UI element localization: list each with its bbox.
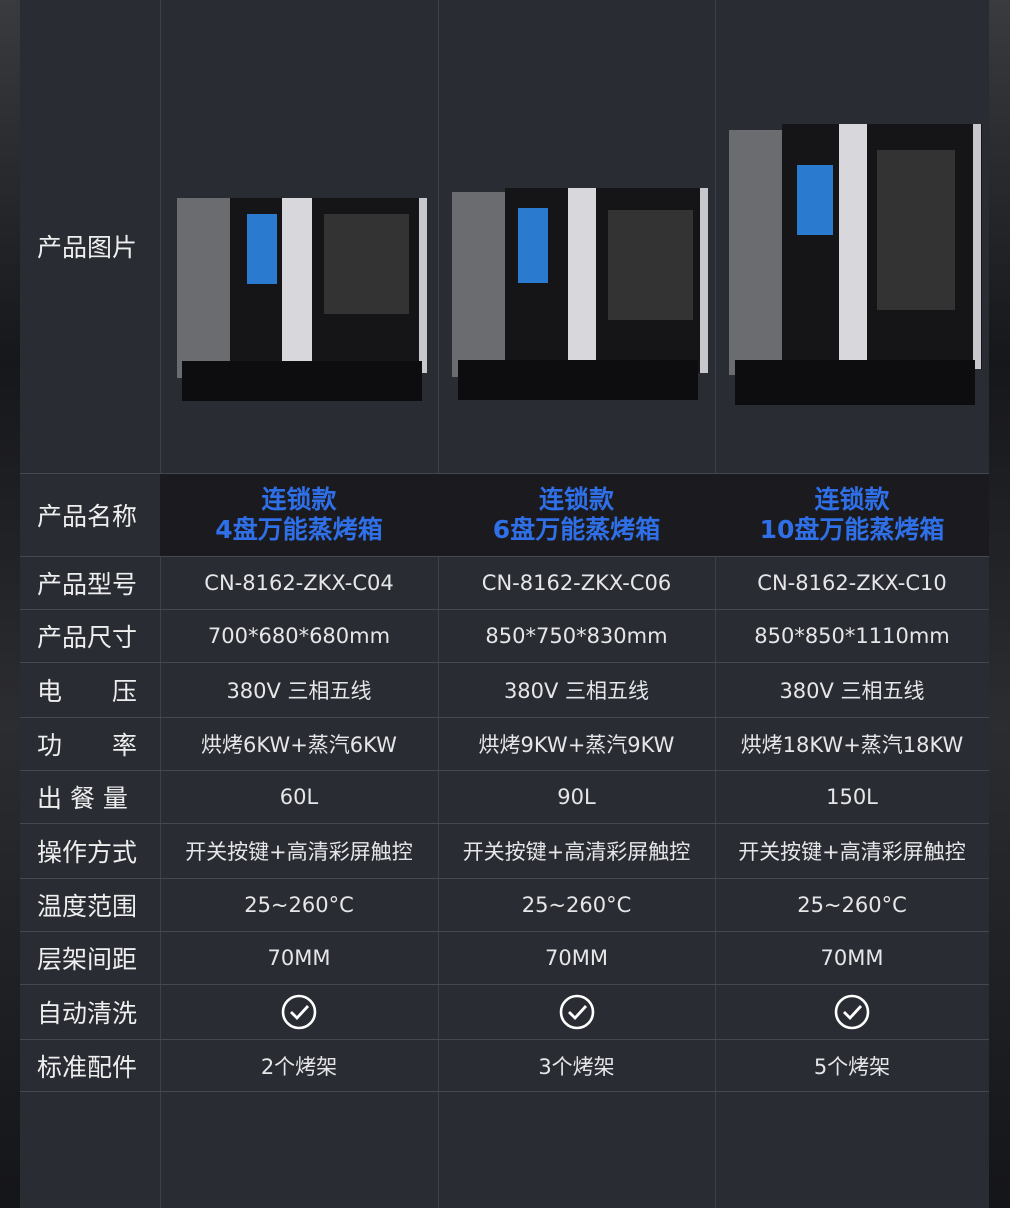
voltage-value: 380V 三相五线 (226, 679, 372, 703)
model-row: 产品型号 CN-8162-ZKX-C04 CN-8162-ZKX-C06 CN-816… (20, 557, 989, 610)
accessory-value: 5个烤架 (813, 1054, 891, 1079)
size-row: 产品尺寸 700*680*680mm 850*750*830mm 850*850*11… (20, 610, 989, 663)
check-circle-icon (715, 985, 989, 1039)
name-line1: 连锁款 (261, 485, 337, 514)
accessory-row: 标准配件 2个烤架 3个烤架 5个烤架 (20, 1040, 989, 1092)
row-label: 标准配件 (37, 1052, 138, 1082)
size-value: 850*750*830mm (485, 624, 668, 648)
temp-row: 温度范围 25~260°C 25~260°C 25~260°C (20, 879, 989, 932)
power-value: 烘烤6KW+蒸汽6KW (201, 733, 397, 757)
oven-image-6-tray (452, 188, 708, 400)
oven-image-10-tray (729, 124, 982, 405)
clean-row: 自动清洗 (20, 985, 989, 1040)
row-label: 电 压 (37, 677, 138, 706)
voltage-value: 380V 三相五线 (503, 679, 650, 703)
size-value: 850*850*1110mm (754, 624, 950, 648)
row-label: 产品名称 (37, 502, 138, 531)
image-row: 产品图片 (20, 0, 989, 474)
row-label: 出 餐 量 (37, 784, 128, 813)
row-label: 操作方式 (37, 838, 138, 867)
model-value: CN-8162-ZKX-C10 (757, 571, 947, 595)
divider (160, 0, 161, 1208)
temp-value: 25~260°C (521, 893, 632, 917)
row-label: 产品尺寸 (37, 623, 138, 652)
size-value: 700*680*680mm (207, 624, 391, 648)
model-value: CN-8162-ZKX-C04 (204, 571, 394, 595)
rack-value: 70MM (267, 946, 331, 970)
output-value: 60L (279, 785, 319, 809)
temp-value: 25~260°C (244, 893, 354, 917)
name-line1: 连锁款 (814, 485, 890, 514)
rack-value: 70MM (545, 946, 608, 970)
output-row: 出 餐 量 60L 90L 150L (20, 771, 989, 824)
name-line2: 10盘万能蒸烤箱 (759, 515, 945, 544)
divider (438, 0, 439, 1208)
model-value: CN-8162-ZKX-C06 (481, 571, 672, 595)
operation-value: 开关按键+高清彩屏触控 (462, 840, 691, 864)
accessory-value: 2个烤架 (260, 1054, 338, 1079)
operation-row: 操作方式 开关按键+高清彩屏触控 开关按键+高清彩屏触控 开关按键+高清彩屏触控 (20, 824, 989, 879)
left-edge (0, 0, 20, 1208)
right-edge (989, 0, 1010, 1208)
name-line2: 6盘万能蒸烤箱 (492, 515, 661, 544)
operation-value: 开关按键+高清彩屏触控 (738, 840, 966, 864)
row-label: 层架间距 (37, 945, 138, 974)
name-line2: 4盘万能蒸烤箱 (215, 515, 383, 544)
power-value: 烘烤9KW+蒸汽9KW (478, 733, 675, 757)
row-label: 功 率 (37, 731, 138, 760)
rack-value: 70MM (820, 946, 884, 970)
check-circle-icon (160, 985, 438, 1039)
power-value: 烘烤18KW+蒸汽18KW (740, 733, 964, 757)
divider (715, 0, 716, 1208)
row-label: 温度范围 (37, 892, 138, 921)
voltage-value: 380V 三相五线 (779, 679, 925, 703)
operation-value: 开关按键+高清彩屏触控 (185, 840, 413, 864)
accessory-value: 3个烤架 (538, 1054, 615, 1079)
row-label: 产品型号 (37, 570, 138, 599)
rack-row: 层架间距 70MM 70MM 70MM (20, 932, 989, 985)
temp-value: 25~260°C (797, 893, 907, 917)
name-line1: 连锁款 (538, 485, 614, 514)
voltage-row: 电 压 380V 三相五线 380V 三相五线 380V 三相五线 (20, 663, 989, 718)
row-label: 自动清洗 (37, 999, 138, 1028)
output-value: 90L (557, 785, 596, 809)
oven-image-4-tray (177, 198, 427, 401)
check-circle-icon (438, 985, 715, 1039)
power-row: 功 率 烘烤6KW+蒸汽6KW 烘烤9KW+蒸汽9KW 烘烤18KW+蒸汽18KW (20, 718, 989, 771)
output-value: 150L (826, 785, 878, 809)
row-label: 产品图片 (37, 233, 138, 262)
